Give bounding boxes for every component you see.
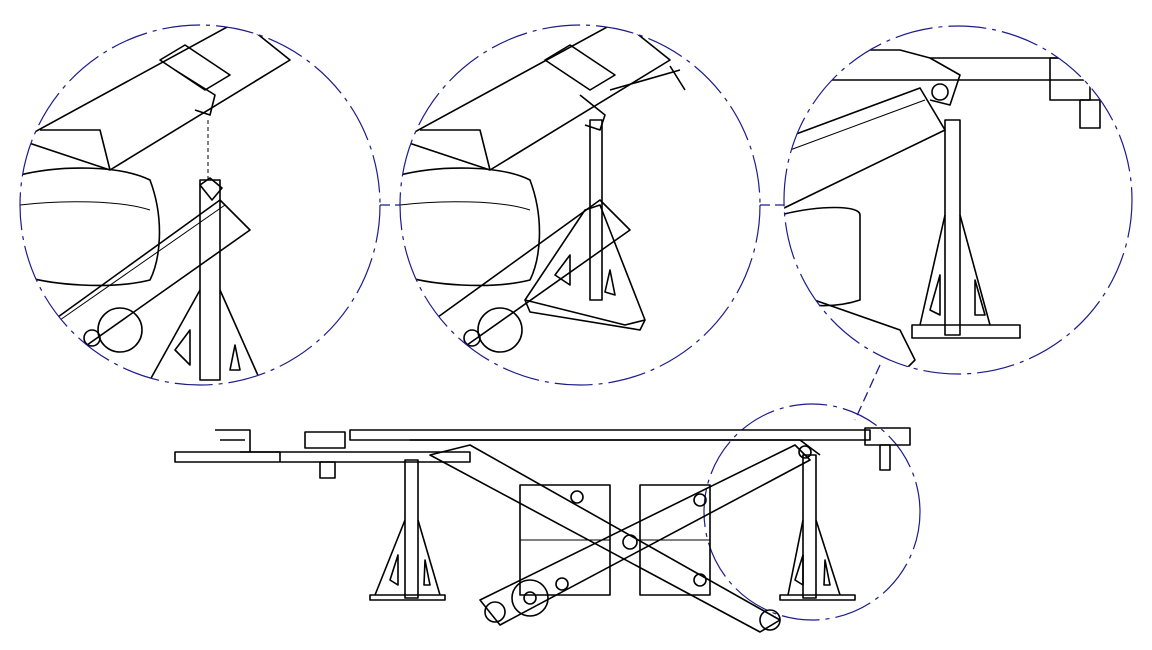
scissor-lift-side-view bbox=[174, 427, 911, 633]
leader-line bbox=[854, 364, 881, 421]
detail-callout-circle bbox=[783, 25, 1133, 375]
detail-view-stand-insertion bbox=[20, 25, 291, 381]
detail-callout-circle bbox=[703, 403, 921, 621]
detail-callout-circle bbox=[399, 24, 761, 386]
detail-view-stand-supporting bbox=[784, 49, 1131, 371]
detail-view-stand-placed bbox=[400, 25, 686, 353]
